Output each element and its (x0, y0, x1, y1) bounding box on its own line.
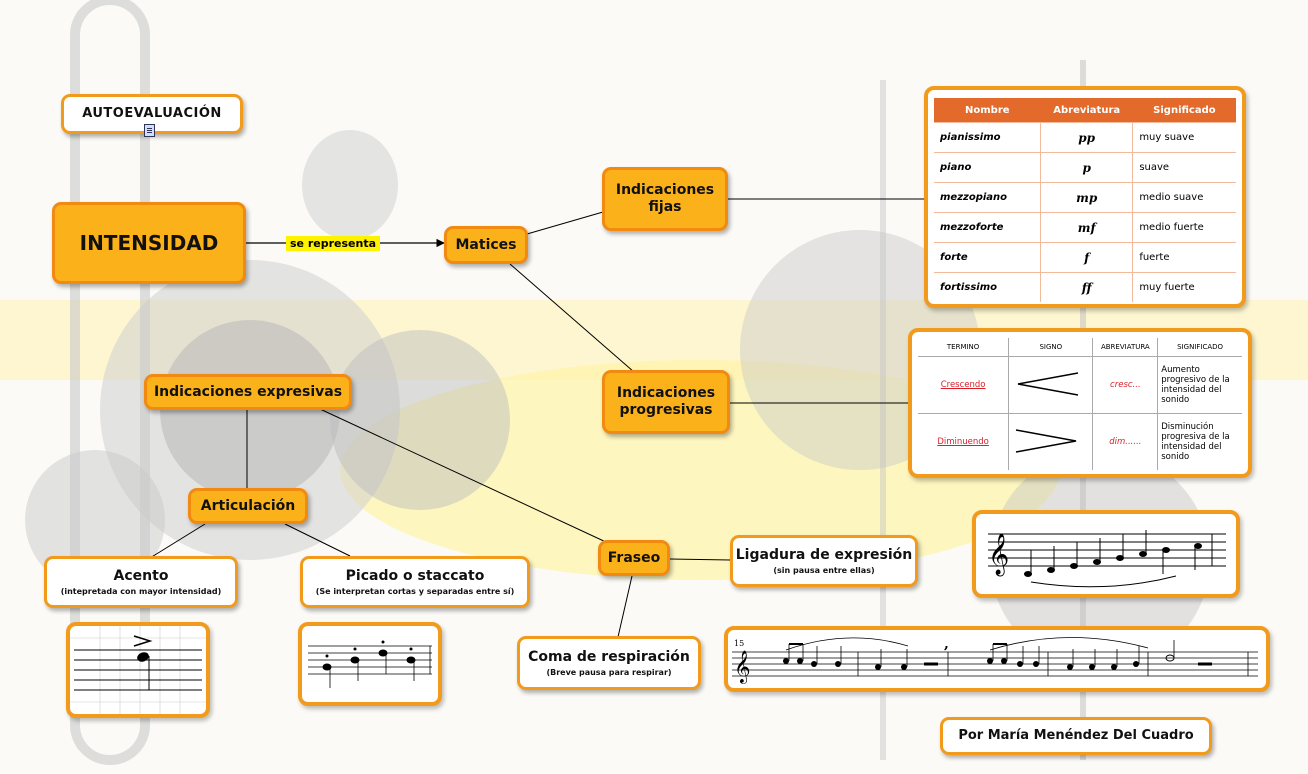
table-row: Crescendo cresc... Aumento progresivo de… (918, 356, 1242, 414)
fijas-table: Nombre Abreviatura Significado pianissim… (934, 98, 1236, 302)
progresivas-header-abreviatura: ABREVIATURA (1092, 338, 1159, 357)
fijas-header-nombre: Nombre (934, 98, 1041, 123)
measure-number: 15 (734, 639, 744, 648)
coma-score-frame: 15 𝄞 , (724, 626, 1270, 692)
matices-node[interactable]: Matices (444, 226, 528, 264)
coma-node[interactable]: Coma de respiración (Breve pausa para re… (517, 636, 701, 690)
author-label: Por María Menéndez Del Cuadro (958, 728, 1194, 744)
crescendo-term: Crescendo (918, 356, 1010, 414)
diminuendo-meaning: Disminución progresiva de la intensidad … (1161, 422, 1230, 462)
fijas-cell: pp (1040, 122, 1134, 153)
picado-node[interactable]: Picado o staccato (Se interpretan cortas… (300, 556, 530, 608)
link-articulacion-acento (149, 523, 206, 559)
articulacion-node[interactable]: Articulación (188, 488, 308, 524)
fijas-cell: mf (1040, 212, 1134, 243)
coma-subtitle: (Breve pausa para respirar) (546, 668, 672, 678)
svg-text:,: , (944, 636, 949, 652)
progresivas-header-termino: TERMINO (918, 338, 1010, 357)
document-icon[interactable] (144, 124, 155, 137)
fijas-cell: p (1040, 152, 1134, 183)
progresivas-table: TERMINO SIGNO ABREVIATURA SIGNIFICADO Cr… (918, 338, 1242, 470)
diminuendo-abbr: dim...... (1092, 413, 1159, 470)
picado-image-frame (298, 622, 442, 706)
picado-subtitle: (Se interpretan cortas y separadas entre… (315, 587, 515, 597)
fijas-cell: mezzoforte (934, 212, 1042, 243)
ligadura-node[interactable]: Ligadura de expresión (sin pausa entre e… (730, 535, 918, 587)
fijas-cell: pianissimo (934, 122, 1042, 153)
fijas-table-frame: Nombre Abreviatura Significado pianissim… (924, 86, 1246, 308)
svg-text:𝄞: 𝄞 (988, 533, 1009, 576)
table-row: Diminuendo dim...... Disminución progres… (918, 413, 1242, 470)
fijas-cell: fortissimo (934, 272, 1042, 302)
progresivas-header-signo: SIGNO (1008, 338, 1094, 357)
progresivas-header-significado: SIGNIFICADO (1157, 338, 1242, 357)
intensidad-label: INTENSIDAD (79, 231, 219, 255)
se-representa-label: se representa (286, 236, 381, 251)
ligadura-score: 𝄞 (988, 530, 1226, 588)
crescendo-meaning: Aumento progresivo de la intensidad del … (1157, 356, 1242, 414)
fijas-cell: mezzopiano (934, 182, 1042, 213)
fijas-cell: medio fuerte (1132, 212, 1236, 243)
acento-node[interactable]: Acento (intepretada con mayor intensidad… (44, 556, 238, 608)
picado-title: Picado o staccato (345, 567, 485, 584)
picado-score (308, 640, 432, 688)
autoevaluacion-label: AUTOEVALUACIÓN (82, 106, 222, 122)
link-fraseo-ligadura (669, 558, 731, 561)
acento-image-frame (66, 622, 210, 718)
link-expresivas-fraseo (319, 408, 609, 544)
fijas-cell: mp (1040, 182, 1134, 213)
ligadura-score-frame: 𝄞 (972, 510, 1240, 598)
progresivas-table-frame: TERMINO SIGNO ABREVIATURA SIGNIFICADO Cr… (908, 328, 1252, 478)
coma-title: Coma de respiración (528, 648, 690, 665)
fijas-cell: suave (1132, 152, 1236, 183)
diminuendo-term: Diminuendo (918, 413, 1010, 470)
acento-title: Acento (113, 567, 169, 584)
articulacion-label: Articulación (200, 497, 296, 514)
acento-score (70, 626, 206, 714)
fijas-cell: ff (1040, 272, 1134, 302)
indicaciones-expresivas-node[interactable]: Indicaciones expresivas (144, 374, 352, 410)
fijas-header-abreviatura: Abreviatura (1040, 98, 1133, 123)
fraseo-node[interactable]: Fraseo (598, 540, 670, 576)
indicaciones-fijas-node[interactable]: Indicaciones fijas (602, 167, 728, 231)
fijas-cell: f (1040, 242, 1134, 273)
author-node: Por María Menéndez Del Cuadro (940, 717, 1212, 755)
indicaciones-progresivas-node[interactable]: Indicaciones progresivas (602, 370, 730, 434)
link-articulacion-picado (284, 523, 351, 557)
acento-subtitle: (intepretada con mayor intensidad) (60, 587, 222, 597)
coma-score: 15 𝄞 , (732, 636, 1258, 684)
matices-label: Matices (455, 236, 517, 253)
indicaciones-expresivas-label: Indicaciones expresivas (153, 383, 343, 400)
indicaciones-fijas-label: Indicaciones fijas (615, 182, 715, 215)
fijas-cell: forte (934, 242, 1042, 273)
fijas-cell: piano (934, 152, 1042, 183)
fijas-cell: medio suave (1132, 182, 1236, 213)
svg-text:𝄞: 𝄞 (734, 650, 751, 684)
ligadura-title: Ligadura de expresión (735, 546, 913, 563)
fijas-cell: fuerte (1132, 242, 1236, 273)
fijas-header-significado: Significado (1132, 98, 1236, 123)
link-matices-fijas (526, 211, 604, 235)
fraseo-label: Fraseo (607, 549, 661, 566)
ligadura-subtitle: (sin pausa entre ellas) (773, 566, 875, 576)
fijas-cell: muy suave (1132, 122, 1236, 153)
intensidad-node[interactable]: INTENSIDAD (52, 202, 246, 284)
indicaciones-progresivas-label: Indicaciones progresivas (616, 385, 716, 418)
diminuendo-sign (1008, 413, 1094, 470)
fijas-cell: muy fuerte (1132, 272, 1236, 302)
link-fraseo-coma (617, 575, 633, 638)
crescendo-sign (1008, 356, 1094, 414)
link-matices-progresivas (509, 263, 635, 373)
crescendo-abbr: cresc... (1092, 356, 1159, 414)
